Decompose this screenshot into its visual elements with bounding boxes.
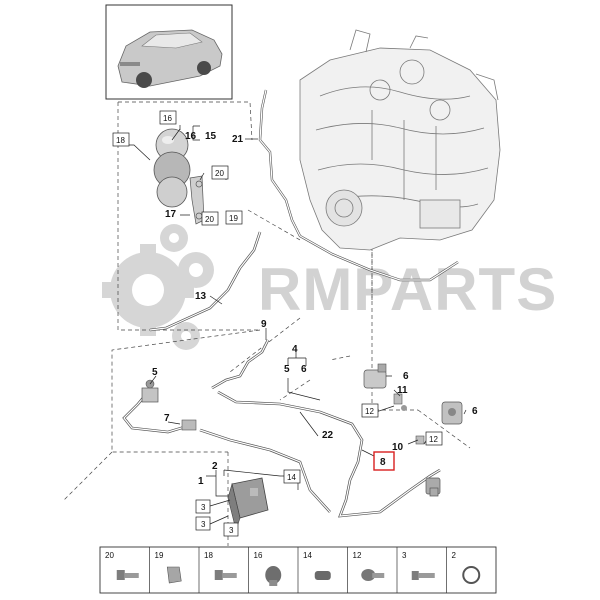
boxed-callout-12b: 12 [425, 431, 443, 446]
legend-label: 19 [155, 551, 164, 560]
line-22 [199, 390, 441, 518]
fastener-icon [214, 570, 237, 580]
fastener-icon [361, 569, 385, 581]
svg-text:18: 18 [116, 136, 125, 145]
line-7 [122, 391, 197, 434]
boxed-callout-20a: 20 [211, 165, 229, 180]
fastener-icon [411, 571, 435, 580]
end-fitting [425, 477, 441, 497]
boxed-callout-16: 16 [159, 110, 177, 125]
watermark-text: RMPARTS [258, 256, 557, 323]
callout-5a: 5 [152, 367, 158, 378]
screw-11 [393, 393, 407, 411]
highlighted-callout-8[interactable]: 8 [373, 451, 395, 471]
fastener-icon [116, 570, 139, 580]
callout-13: 13 [195, 291, 207, 302]
legend-label: 16 [254, 551, 263, 560]
hose-9 [211, 339, 270, 390]
legend-label: 20 [105, 551, 114, 560]
hose-13 [149, 231, 262, 332]
connector-10 [415, 435, 425, 445]
svg-text:19: 19 [229, 214, 238, 223]
callout-22: 22 [322, 430, 334, 441]
boxed-callout-19: 19 [225, 210, 243, 225]
sensor-part-6b [441, 401, 463, 425]
svg-text:3: 3 [201, 503, 206, 512]
legend-item-19: 19 [155, 551, 182, 584]
svg-text:12: 12 [365, 407, 374, 416]
sensor-part-6a [363, 363, 387, 389]
legend-item-3: 3 [402, 551, 435, 580]
boxed-callout-20b: 20 [201, 211, 219, 226]
legend-item-12: 12 [353, 551, 385, 581]
legend-item-14: 14 [303, 551, 331, 580]
engine-block [299, 29, 501, 251]
legend-label: 12 [353, 551, 362, 560]
svg-text:14: 14 [287, 473, 296, 482]
legend-label: 18 [204, 551, 213, 560]
callout-17: 17 [165, 209, 177, 220]
boxed-callout-3c: 3 [223, 522, 239, 537]
callout-9: 9 [261, 319, 267, 330]
svg-text:3: 3 [201, 520, 206, 529]
boxed-callout-3b: 3 [195, 516, 211, 531]
callout-10: 10 [392, 442, 404, 453]
car-icon [117, 29, 223, 88]
svg-text:16: 16 [163, 114, 172, 123]
boxed-callout-3a: 3 [195, 499, 211, 514]
watermark: RMPARTS [102, 224, 557, 350]
reservoir-part [153, 128, 191, 208]
boxed-callout-12a: 12 [361, 403, 379, 418]
legend-item-18: 18 [204, 551, 237, 580]
callout-16: 16 [185, 131, 197, 142]
legend-label: 14 [303, 551, 312, 560]
fastener-legend: 20 19 18 16 14 12 3 2 [99, 546, 497, 594]
svg-text:8: 8 [380, 457, 386, 468]
legend-item-20: 20 [105, 551, 139, 580]
callout-21: 21 [232, 134, 244, 145]
callout-6c: 6 [472, 406, 478, 417]
boxed-callout-14: 14 [283, 469, 301, 484]
svg-text:20: 20 [205, 215, 214, 224]
fastener-icon [166, 566, 182, 584]
legend-label: 3 [402, 551, 407, 560]
callout-1: 1 [198, 476, 204, 487]
callout-2: 2 [212, 461, 218, 472]
boxed-callout-18: 18 [112, 132, 130, 147]
valve-part-5 [141, 379, 159, 403]
callout-4: 4 [292, 344, 298, 355]
callout-5b: 5 [284, 364, 290, 375]
legend-item-2: 2 [452, 551, 481, 584]
gear-icon [102, 224, 214, 350]
svg-text:20: 20 [215, 169, 224, 178]
svg-text:12: 12 [429, 435, 438, 444]
callout-6a: 6 [301, 364, 307, 375]
fastener-icon [462, 566, 481, 584]
callout-15: 15 [205, 131, 217, 142]
callout-7: 7 [164, 413, 170, 424]
callout-6b: 6 [403, 371, 409, 382]
legend-item-16: 16 [254, 551, 282, 586]
fastener-icon [314, 571, 331, 580]
pump-module-1 [227, 477, 269, 532]
svg-text:3: 3 [229, 526, 234, 535]
vehicle-thumbnail [105, 4, 233, 100]
legend-label: 2 [452, 551, 457, 560]
callout-11: 11 [397, 385, 408, 396]
fastener-icon [265, 566, 282, 586]
